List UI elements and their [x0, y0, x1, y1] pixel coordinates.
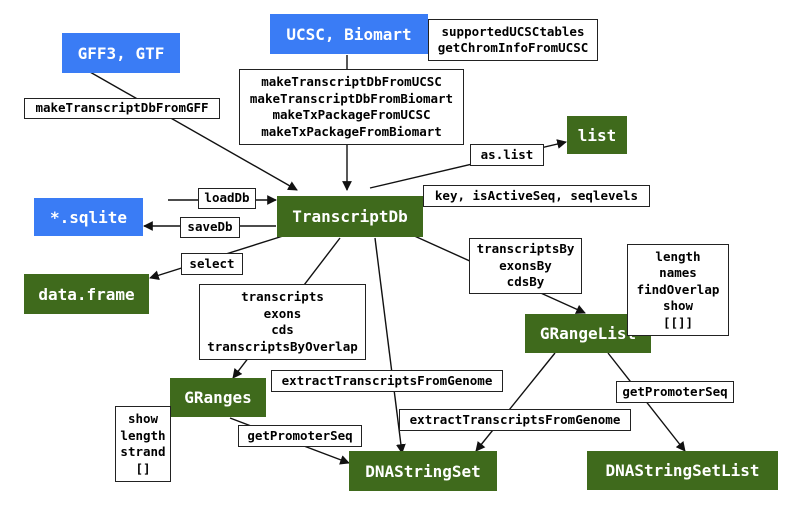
node-transcriptdb: TranscriptDb	[277, 196, 423, 237]
label-extract-transcripts-from-grangelist: extractTranscriptsFromGenome	[399, 409, 631, 431]
label-make-from-ucsc-biomart: makeTranscriptDbFromUCSC makeTranscriptD…	[239, 69, 464, 145]
label-load-db: loadDb	[198, 188, 256, 209]
label-transcripts-exons-cds: transcripts exons cds transcriptsByOverl…	[199, 284, 366, 360]
label-select: select	[181, 253, 243, 275]
arrow-txdb-to-dnastringset	[374, 237, 406, 454]
node-gff3-gtf: GFF3, GTF	[62, 33, 180, 73]
node-list: list	[567, 116, 627, 154]
label-get-promoter-seq-granges: getPromoterSeq	[238, 425, 362, 447]
node-dnastringsetlist: DNAStringSetList	[587, 451, 778, 490]
node-grangelist: GRangeList	[525, 314, 651, 353]
arrow-grangelist-to-dnastringset	[475, 352, 556, 452]
label-key-isactiveseq-seqlevels: key, isActiveSeq, seqlevels	[423, 185, 650, 207]
label-granges-methods: show length strand []	[115, 406, 171, 482]
label-transcripts-by: transcriptsBy exonsBy cdsBy	[469, 238, 582, 294]
arrow-gff-to-txdb	[89, 71, 298, 191]
label-as-list: as.list	[470, 144, 544, 166]
node-data-frame: data.frame	[24, 274, 149, 314]
label-make-from-gff: makeTranscriptDbFromGFF	[24, 98, 220, 119]
node-dnastringset: DNAStringSet	[349, 451, 497, 491]
node-sqlite: *.sqlite	[34, 198, 143, 236]
label-supported-ucsc: supportedUCSCtables getChromInfoFromUCSC	[428, 19, 598, 61]
label-grangelist-methods: length names findOverlap show [[]]	[627, 244, 729, 336]
node-ucsc-biomart: UCSC, Biomart	[270, 14, 428, 54]
label-save-db: saveDb	[180, 217, 240, 238]
label-extract-transcripts-from-txdb: extractTranscriptsFromGenome	[271, 370, 503, 392]
label-get-promoter-seq-grangelist: getPromoterSeq	[616, 381, 734, 403]
node-granges: GRanges	[170, 378, 266, 417]
